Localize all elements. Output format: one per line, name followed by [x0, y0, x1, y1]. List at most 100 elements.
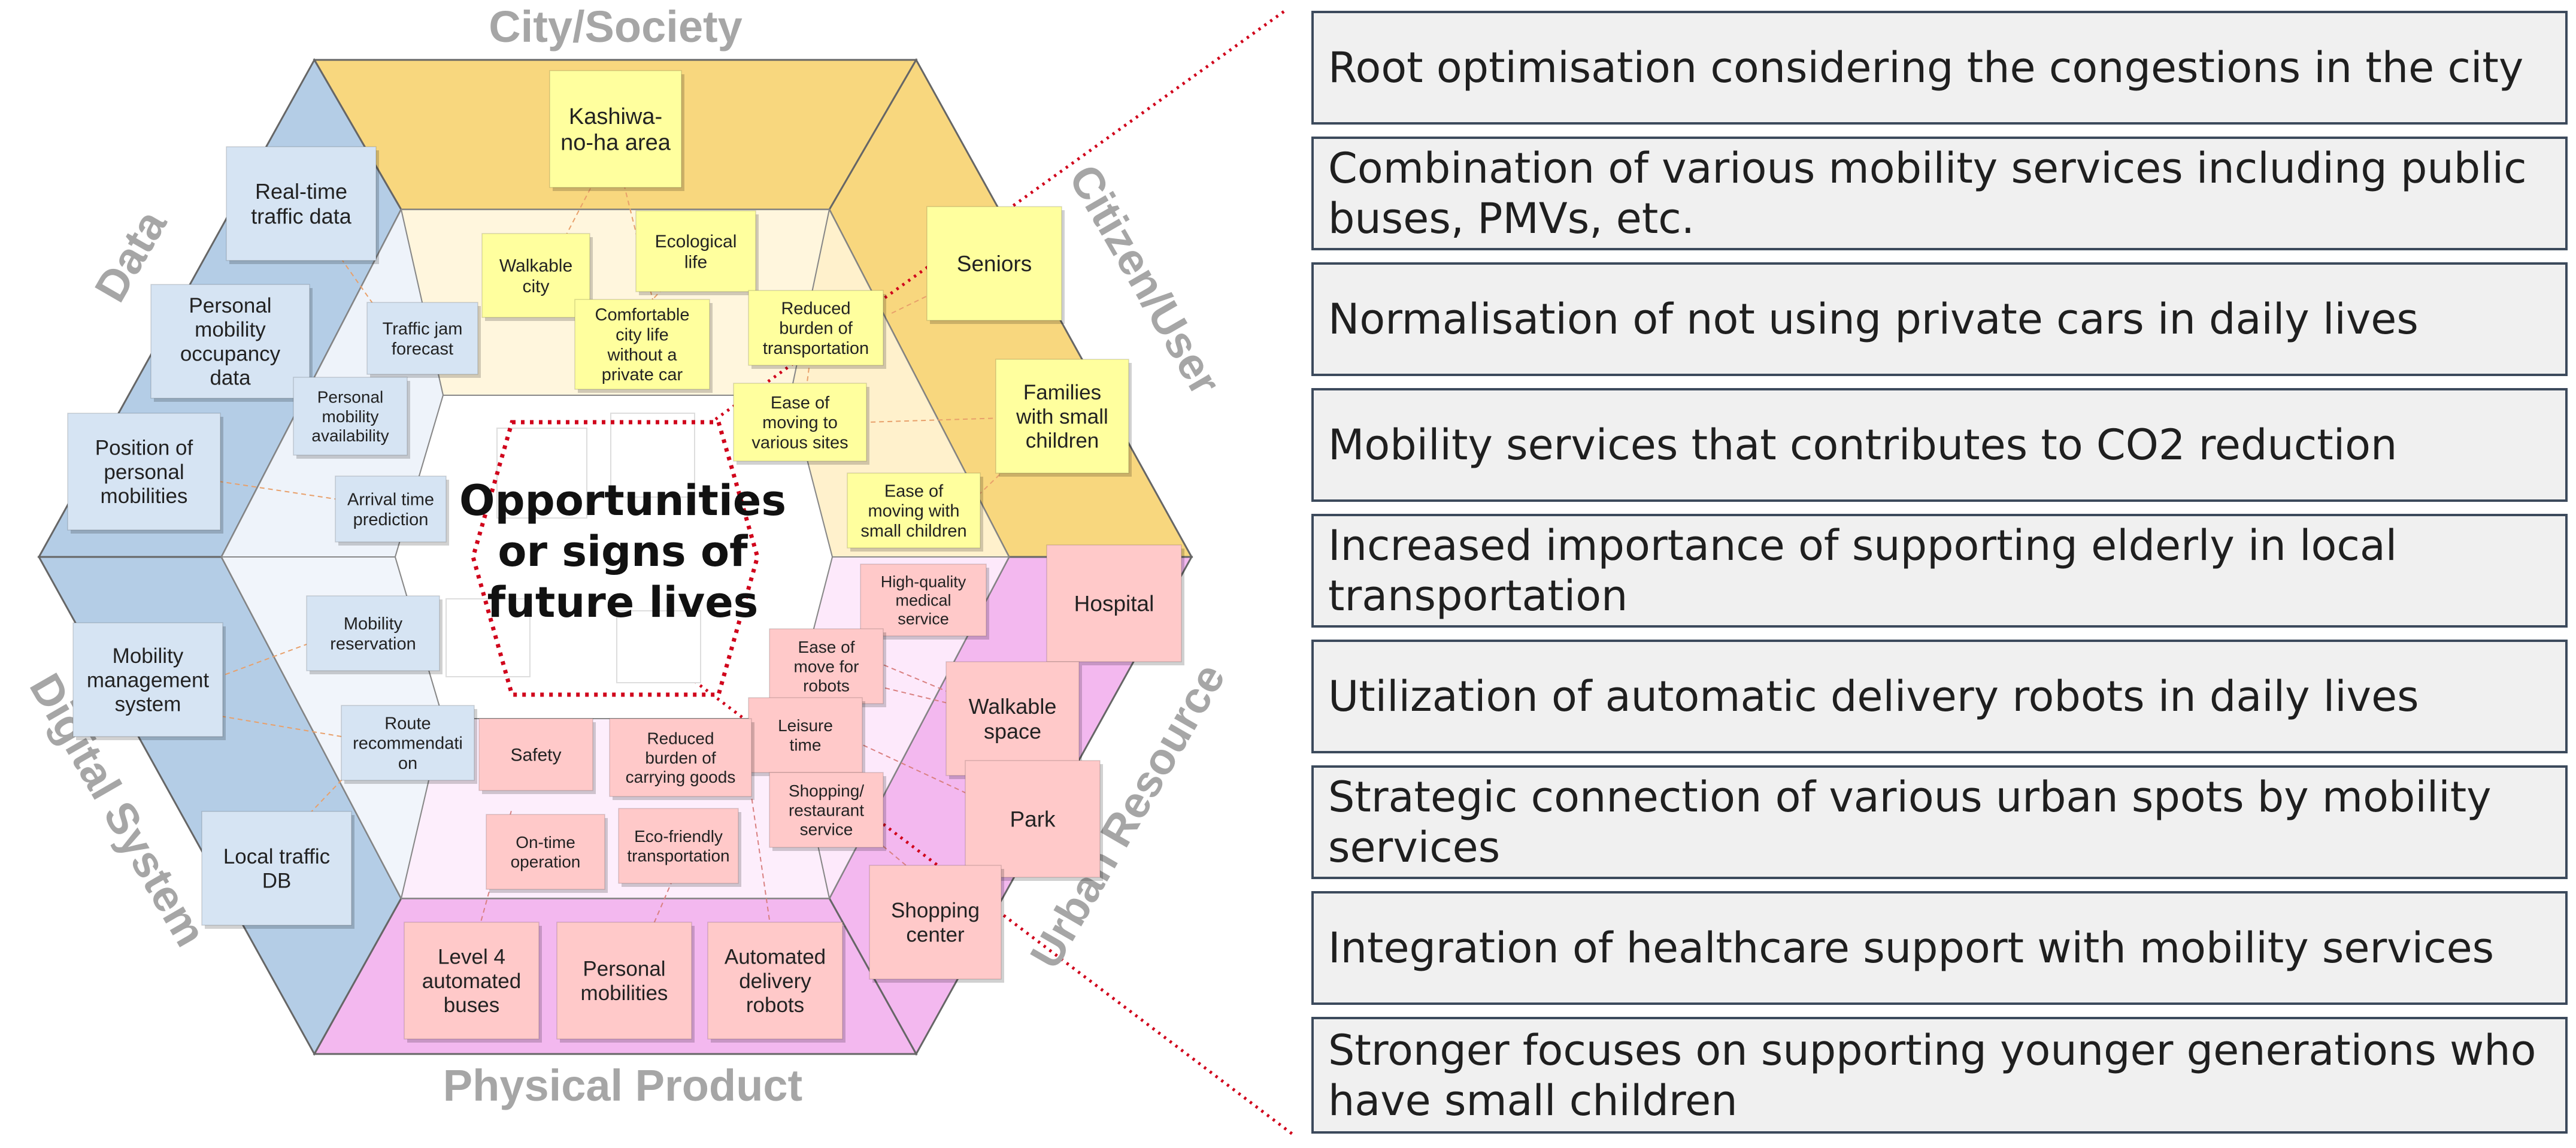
- note-text: Hospital: [1074, 591, 1154, 616]
- note-text: Ease of: [798, 638, 855, 656]
- note-text: Ease of: [771, 393, 830, 413]
- note-text: space: [984, 719, 1041, 743]
- note-body: [847, 472, 981, 549]
- note-safety: Safety: [478, 718, 596, 794]
- center-line-3: future lives: [487, 578, 759, 627]
- note-body: [707, 922, 843, 1040]
- note-body: [769, 628, 884, 704]
- note-body: [869, 865, 1002, 980]
- note-text: Safety: [510, 746, 561, 765]
- opportunity-item-9: Stronger focuses on supporting younger g…: [1311, 1017, 2568, 1134]
- opportunity-item-7: Strategic connection of various urban sp…: [1311, 765, 2568, 879]
- note-text: Personal: [189, 294, 271, 317]
- note-text: prediction: [353, 510, 429, 529]
- note-body: [1046, 544, 1182, 662]
- note-text: service: [800, 820, 853, 839]
- note-text: mobilities: [101, 484, 188, 508]
- note-text: without a: [607, 346, 677, 365]
- note-body: [366, 302, 478, 375]
- note-body: [556, 922, 692, 1040]
- note-text: move for: [794, 657, 859, 676]
- note-body: [769, 772, 884, 848]
- note-kashiwa: Kashiwa-no-ha area: [549, 70, 684, 191]
- opportunity-text: Stronger focuses on supporting younger g…: [1328, 1025, 2536, 1125]
- opportunity-text: Root optimisation considering the conges…: [1328, 43, 2524, 92]
- note-text: On-time: [516, 833, 575, 852]
- note-text: burden of: [645, 749, 716, 767]
- opportunity-text: Increased importance of supporting elder…: [1328, 521, 2398, 620]
- center-line-2: or signs of: [498, 527, 748, 576]
- note-text: city: [523, 277, 550, 296]
- note-text: Leisure: [778, 716, 833, 735]
- note-text: Families: [1023, 381, 1101, 404]
- note-text: management: [87, 668, 210, 692]
- note-body: [404, 922, 540, 1040]
- note-text: forecast: [392, 340, 453, 359]
- note-text: operation: [511, 852, 581, 871]
- note-text: personal: [104, 461, 184, 484]
- opportunity-text: Mobility services that contributes to CO…: [1328, 420, 2398, 470]
- opportunity-item-1: Root optimisation considering the conges…: [1311, 11, 2568, 125]
- note-text: transportation: [627, 846, 729, 865]
- note-seniors: Seniors: [926, 206, 1065, 324]
- note-text: center: [906, 923, 965, 946]
- note-text: Shopping: [891, 899, 980, 922]
- note-body: [486, 814, 605, 890]
- note-text: traffic data: [251, 204, 351, 228]
- note-text: Mobility: [344, 614, 403, 634]
- note-body: [150, 284, 310, 399]
- note-text: Shopping/: [789, 782, 864, 800]
- note-text: Route: [384, 714, 431, 733]
- note-text: robots: [803, 677, 850, 695]
- note-body: [618, 808, 739, 884]
- note-text: restaurant: [789, 801, 864, 819]
- note-text: on: [398, 754, 417, 773]
- note-body: [335, 475, 447, 543]
- note-text: with small: [1016, 405, 1108, 428]
- opportunity-text: Integration of healthcare support with m…: [1328, 923, 2495, 973]
- note-body: [635, 210, 756, 292]
- note-text: Real-time: [255, 179, 347, 204]
- opportunity-text: Utilization of automatic delivery robots…: [1328, 672, 2419, 721]
- note-text: robots: [746, 993, 804, 1017]
- note-text: system: [115, 693, 181, 716]
- note-text: buses: [444, 993, 499, 1017]
- note-body: [965, 760, 1101, 878]
- note-text: automated: [422, 970, 521, 993]
- note-text: Personal: [317, 388, 384, 407]
- note-text: Eco-friendly: [634, 827, 723, 846]
- note-body: [926, 206, 1062, 321]
- note-body: [478, 718, 593, 791]
- note-body: [67, 413, 221, 531]
- note-text: service: [898, 610, 949, 628]
- note-text: Comfortable: [595, 305, 690, 325]
- note-text: Ecological: [655, 232, 737, 252]
- note-body: [201, 811, 352, 926]
- note-body: [226, 146, 377, 261]
- sticky-notes: Kashiwa-no-ha areaWalkablecityEcological…: [67, 70, 1184, 1043]
- note-text: Kashiwa-: [569, 104, 662, 129]
- note-text: transportation: [763, 339, 869, 358]
- note-text: carrying goods: [626, 768, 736, 786]
- opportunity-item-4: Mobility services that contributes to CO…: [1311, 388, 2568, 502]
- note-text: Park: [1010, 807, 1056, 831]
- note-text: data: [210, 366, 251, 390]
